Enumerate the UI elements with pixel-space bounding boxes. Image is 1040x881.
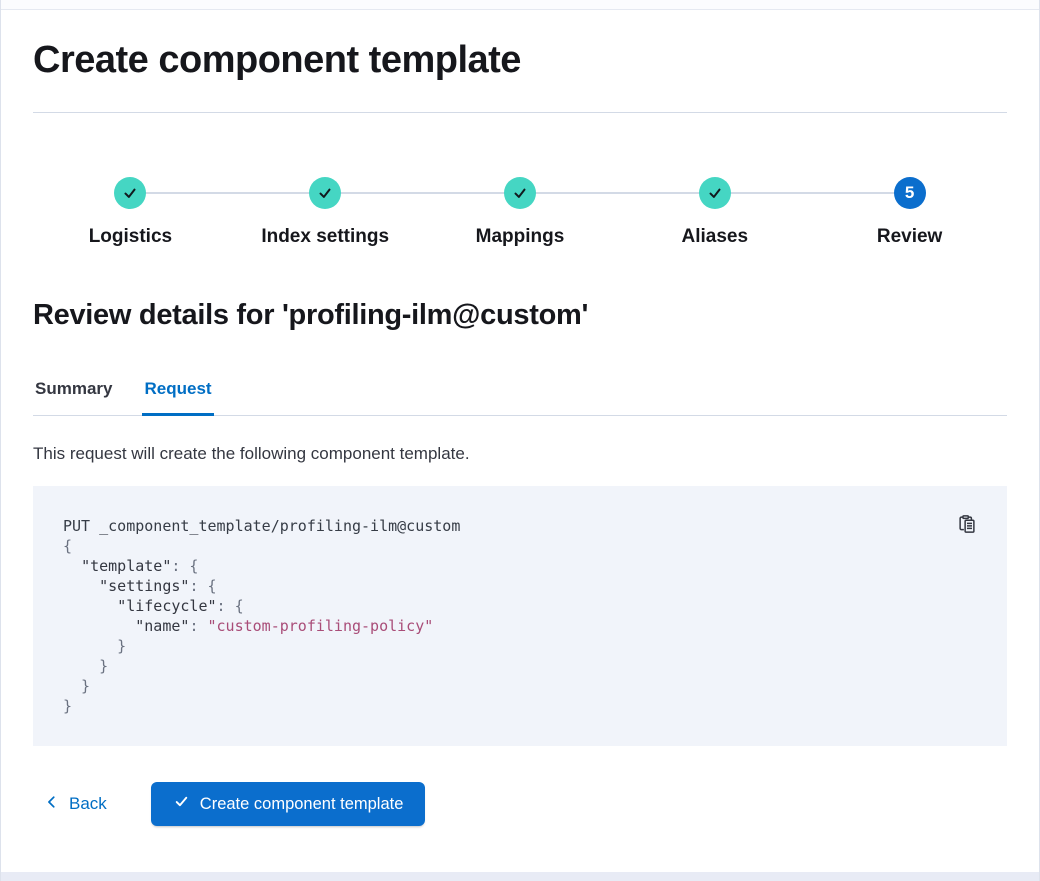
- step-index-settings[interactable]: Index settings: [228, 177, 423, 249]
- step-aliases[interactable]: Aliases: [617, 177, 812, 249]
- step-check-icon[interactable]: [503, 177, 536, 209]
- tab-request[interactable]: Request: [142, 373, 214, 416]
- review-tabs: Summary Request: [33, 373, 1007, 416]
- copy-clipboard-icon[interactable]: [955, 512, 979, 536]
- request-code: PUT _component_template/profiling-ilm@cu…: [63, 516, 977, 716]
- back-button-label: Back: [69, 794, 107, 813]
- check-icon: [173, 793, 190, 815]
- code-line: "template": {: [81, 557, 199, 575]
- code-line: }: [63, 637, 127, 655]
- page-title: Create component template: [33, 39, 521, 81]
- create-component-template-label: Create component template: [199, 794, 404, 813]
- step-check-icon[interactable]: [309, 177, 342, 209]
- step-number-badge: 5: [893, 177, 926, 209]
- code-line: {: [63, 537, 73, 555]
- code-line: }: [63, 657, 109, 675]
- step-label: Logistics: [88, 226, 173, 247]
- code-line: }: [63, 677, 91, 695]
- create-component-template-button[interactable]: Create component template: [150, 782, 426, 826]
- tab-summary[interactable]: Summary: [35, 379, 113, 398]
- step-label: Aliases: [681, 226, 749, 247]
- code-line: }: [63, 697, 73, 715]
- code-line: PUT _component_template/profiling-ilm@cu…: [63, 517, 461, 535]
- step-label: Index settings: [261, 226, 390, 247]
- wizard-content: Create component template Logistics Index…: [1, 10, 1039, 872]
- step-mappings[interactable]: Mappings: [423, 177, 618, 249]
- panel-top-edge: [1, 0, 1039, 10]
- back-button[interactable]: Back: [33, 786, 119, 822]
- step-check-icon[interactable]: [114, 177, 147, 209]
- step-logistics[interactable]: Logistics: [33, 177, 228, 249]
- step-label: Mappings: [475, 226, 565, 247]
- step-check-icon[interactable]: [698, 177, 731, 209]
- title-divider: [33, 112, 1007, 113]
- wizard-footer: Back Create component template: [33, 782, 1007, 826]
- panel-bottom-edge: [1, 872, 1039, 881]
- code-line: "lifecycle": {: [117, 597, 244, 615]
- code-line: "name": "custom-profiling-policy": [135, 617, 434, 635]
- request-description: This request will create the following c…: [33, 444, 470, 463]
- request-code-block: PUT _component_template/profiling-ilm@cu…: [33, 486, 1007, 746]
- chevron-left-icon: [45, 794, 59, 814]
- review-heading: Review details for 'profiling-ilm@custom…: [33, 299, 589, 331]
- code-line: "settings": {: [99, 577, 217, 595]
- step-label: Review: [876, 226, 943, 247]
